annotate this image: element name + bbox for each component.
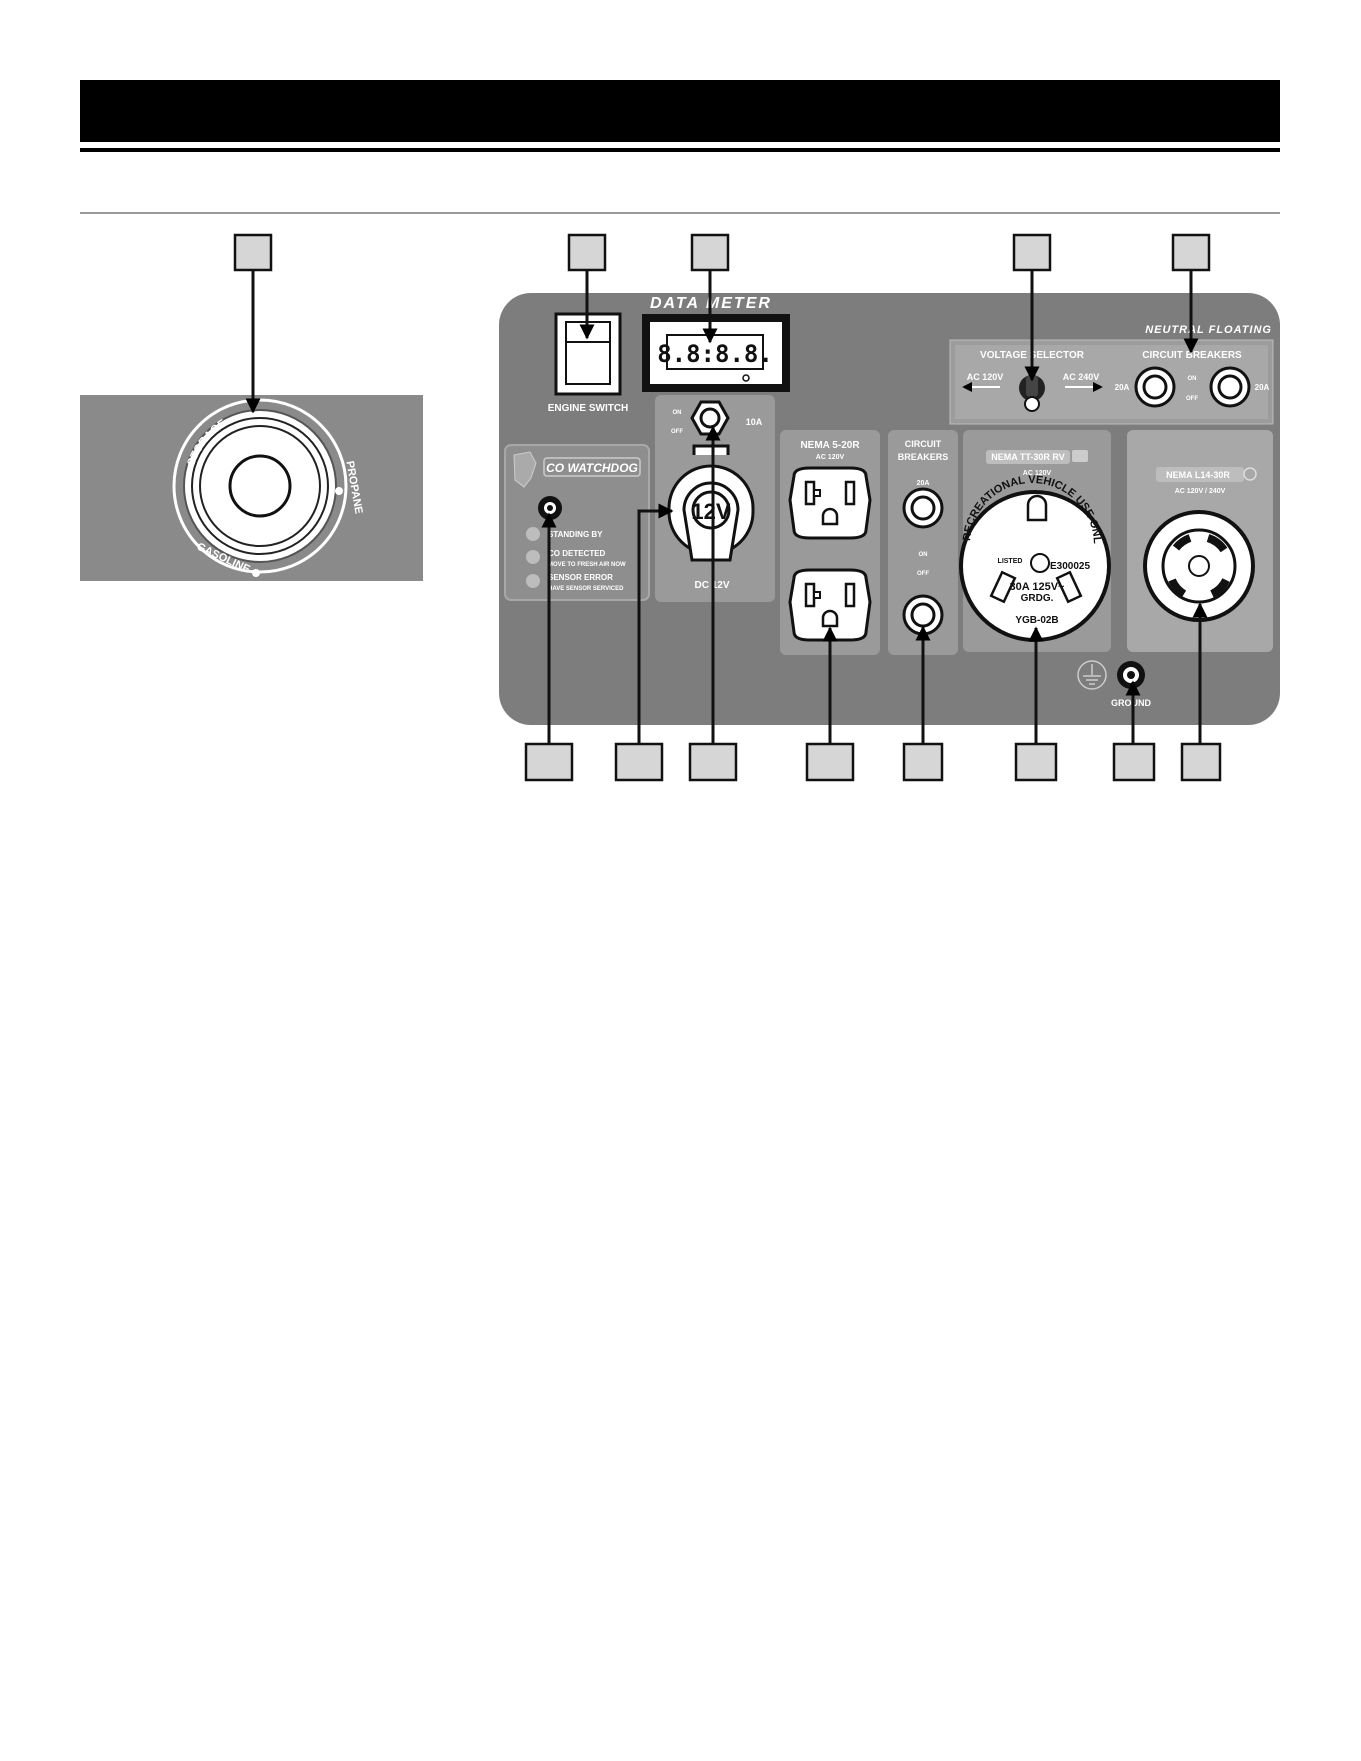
top-breaker-off: OFF: [1186, 396, 1198, 402]
sensor-error-led: [526, 574, 540, 588]
co-watchdog-brand: CO WATCHDOG: [546, 461, 638, 475]
rv-model: YGB-02B: [1015, 615, 1058, 626]
engine-switch-label: ENGINE SWITCH: [548, 403, 629, 414]
header-rule: [80, 148, 1280, 152]
lcd-readout: 8.8:8.8.: [657, 340, 773, 368]
dc-12v-socket[interactable]: 12V: [667, 444, 755, 562]
top-breaker-left-rating: 20A: [1115, 383, 1130, 392]
callout-box-data-meter: [690, 233, 730, 272]
dog-logo-icon: [513, 451, 537, 488]
callout-box-l14-30r: [1180, 742, 1222, 782]
ground-terminal[interactable]: [1117, 661, 1145, 689]
nema-tt-30r-title: NEMA TT-30R RV: [991, 452, 1065, 462]
mid-breaker-rating: 20A: [917, 480, 930, 487]
dc-breaker-on: ON: [673, 410, 682, 416]
rv-badge-icon: [1072, 450, 1088, 462]
ground-symbol-icon: [1077, 660, 1107, 690]
ac-120v-label: AC 120V: [967, 372, 1004, 382]
callout-box-rv-outlet: [1014, 742, 1058, 782]
co-detected-led: [526, 550, 540, 564]
rv-rating: 30A 125V~: [1010, 581, 1066, 593]
callout-box-dc-breaker: [688, 742, 738, 782]
dc-breaker-rating: 10A: [746, 417, 763, 427]
dc-breaker-off: OFF: [671, 429, 683, 435]
mid-breakers-title-1: CIRCUIT: [905, 439, 942, 449]
top-breaker-on: ON: [1188, 376, 1197, 382]
mid-breaker-off: OFF: [917, 571, 929, 577]
top-breaker-left[interactable]: [1134, 366, 1176, 408]
callout-box-voltage-selector: [1012, 233, 1052, 272]
nema-l14-30r-sub: AC 120V / 240V: [1175, 488, 1226, 495]
callout-box-nema-5-20r: [805, 742, 855, 782]
co-watchdog-panel: [504, 444, 650, 601]
standing-by-led: [526, 527, 540, 541]
ground-label: GROUND: [1111, 698, 1151, 708]
sensor-error-label: SENSOR ERROR: [548, 573, 613, 582]
callout-box-co-sensor: [524, 742, 574, 782]
ac-240v-label: AC 240V: [1063, 372, 1100, 382]
dc-socket-label: 12V: [691, 499, 730, 524]
header-bar: [80, 80, 1280, 142]
nema-5-20r-outlet-top[interactable]: [788, 466, 872, 540]
callout-box-engine-switch: [567, 233, 607, 272]
top-breakers-title: CIRCUIT BREAKERS: [1142, 350, 1242, 361]
top-breaker-right-rating: 20A: [1255, 383, 1270, 392]
neutral-floating-label: NEUTRAL FLOATING: [1145, 324, 1272, 336]
rv-grdg: GRDG.: [1021, 593, 1054, 604]
rv-cert: E300025: [1050, 561, 1090, 572]
callout-box-dc-socket: [614, 742, 664, 782]
nema-5-20r-title: NEMA 5-20R: [800, 440, 860, 451]
mid-breaker-on: ON: [919, 552, 928, 558]
callout-box-fuel-selector: [233, 233, 273, 272]
dial-center-cap: [228, 454, 292, 518]
top-breaker-right[interactable]: [1209, 366, 1251, 408]
callout-box-top-breakers: [1171, 233, 1211, 272]
gasoline-dot: [252, 569, 260, 577]
mid-breakers-title-2: BREAKERS: [898, 452, 949, 462]
nema-l14-30r-receptacle[interactable]: [1143, 510, 1255, 622]
arrow-dc-socket: [637, 503, 674, 744]
l14-badge-icon: [1243, 467, 1257, 481]
section-rule: [80, 212, 1280, 214]
nema-tt-30r-sub: AC 120V: [1023, 470, 1052, 477]
sensor-error-sub: HAVE SENSOR SERVICED: [548, 586, 624, 592]
fuel-selector-panel: STORAGE PROPANE GASOLINE: [80, 395, 423, 581]
co-detected-label: CO DETECTED: [548, 549, 606, 558]
mid-breakers-panel: [888, 430, 958, 655]
standing-by-label: STANDING BY: [548, 530, 603, 539]
callout-box-ground: [1112, 742, 1156, 782]
nema-5-20r-outlet-bottom[interactable]: [788, 568, 872, 642]
dc-breaker-button[interactable]: [690, 400, 730, 436]
nema-l14-30r-title: NEMA L14-30R: [1166, 470, 1230, 480]
rv-listed: LISTED: [998, 558, 1023, 565]
nema-5-20r-sub: AC 120V: [816, 454, 845, 461]
propane-dot: [335, 487, 343, 495]
callout-box-mid-breakers: [902, 742, 944, 782]
mid-breaker-top[interactable]: [902, 487, 944, 529]
co-detected-sub: MOVE TO FRESH AIR NOW: [548, 562, 626, 568]
